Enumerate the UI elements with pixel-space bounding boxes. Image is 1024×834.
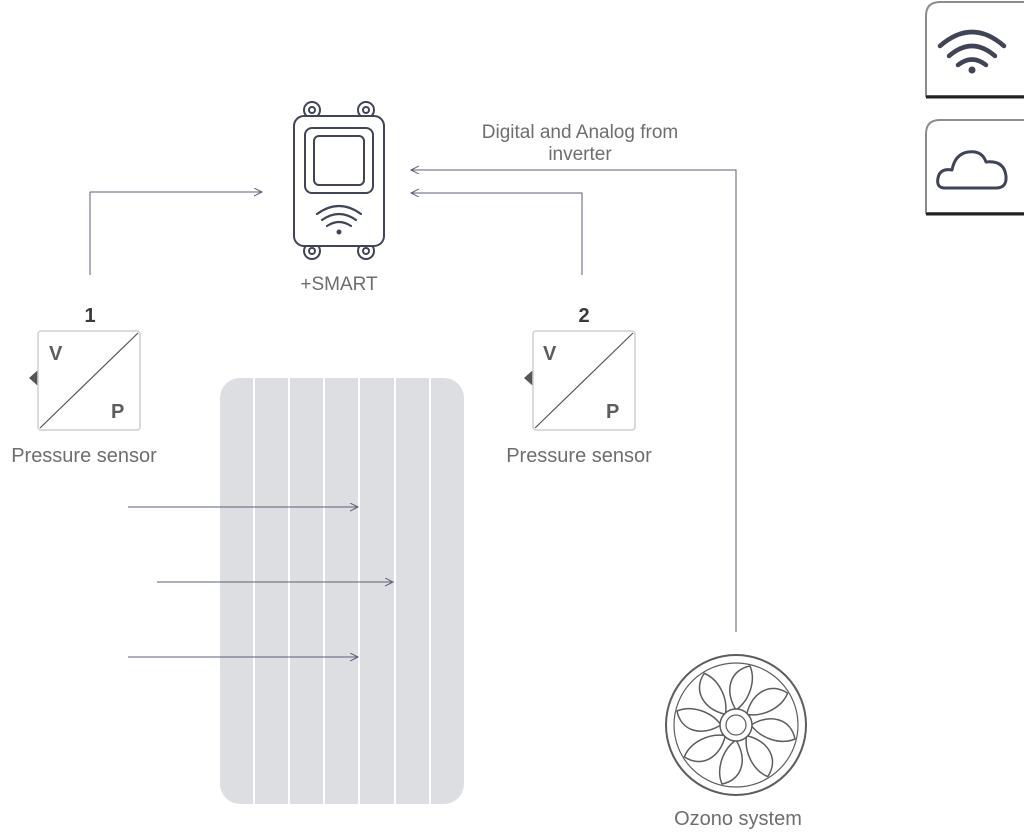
cloud-card[interactable] <box>925 119 1024 216</box>
cloud-icon <box>936 150 1008 190</box>
sensor1-v-label: V <box>49 343 63 365</box>
sensor1-p-label: P <box>111 401 124 423</box>
ozono-connector <box>411 170 737 632</box>
wifi-icon <box>937 29 1007 74</box>
sensor2-v-label: V <box>543 343 557 365</box>
pressure-sensor-2 <box>524 330 636 431</box>
ozono-label: Ozono system <box>674 808 802 830</box>
ozono-fan-icon <box>665 654 807 796</box>
sensor2-label: Pressure sensor <box>506 445 652 467</box>
inverter-label-line2: inverter <box>548 144 612 165</box>
controller-label: +SMART <box>300 274 378 295</box>
controller-wifi-icon <box>315 204 363 235</box>
smart-controller <box>293 101 385 260</box>
pressure-sensor-1 <box>29 330 141 431</box>
sensor1-number: 1 <box>84 305 95 327</box>
sensor2-p-label: P <box>606 401 619 423</box>
sensor2-connector <box>411 193 583 275</box>
sensor2-number: 2 <box>578 305 589 327</box>
filter-panel <box>220 378 464 804</box>
inverter-label-line1: Digital and Analog from <box>482 122 678 143</box>
sensor1-connector <box>89 192 262 275</box>
sensor1-label: Pressure sensor <box>11 445 157 467</box>
wifi-card[interactable] <box>925 1 1024 99</box>
